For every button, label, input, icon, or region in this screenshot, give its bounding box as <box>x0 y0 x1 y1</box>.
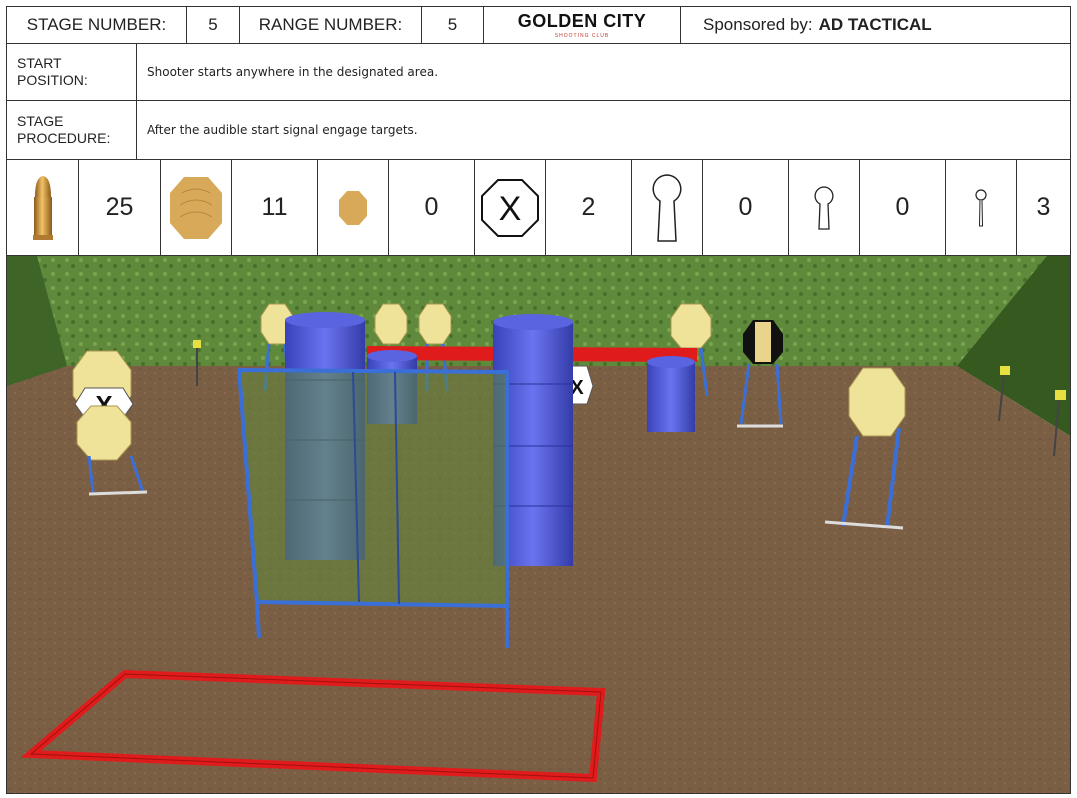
svg-text:X: X <box>499 190 522 228</box>
count-no-shoot: 2 <box>546 160 632 255</box>
stage-briefing-sheet: STAGE NUMBER: 5 RANGE NUMBER: 5 GOLDEN C… <box>6 6 1071 794</box>
small-octagon-target-icon <box>318 160 389 255</box>
header-row: STAGE NUMBER: 5 RANGE NUMBER: 5 GOLDEN C… <box>7 7 1070 44</box>
logo-subtext: SHOOTING CLUB <box>555 33 609 39</box>
stage-3d-render: X X <box>7 256 1070 793</box>
start-position-text: Shooter starts anywhere in the designate… <box>137 44 1070 100</box>
club-logo: GOLDEN CITY SHOOTING CLUB <box>484 7 681 43</box>
stage-number-label: STAGE NUMBER: <box>7 7 187 43</box>
stage-procedure-text: After the audible start signal engage ta… <box>137 101 1070 159</box>
sponsor-prefix: Sponsored by: <box>703 15 813 35</box>
procedure-label-line2: PROCEDURE: <box>17 130 110 146</box>
count-medium-popper: 0 <box>860 160 946 255</box>
logo-text: GOLDEN CITY <box>518 11 647 32</box>
bullet-icon <box>7 160 79 255</box>
count-small-popper: 3 <box>1017 160 1070 255</box>
procedure-label-line1: STAGE <box>17 113 63 129</box>
count-large-popper: 0 <box>703 160 789 255</box>
start-label-line1: START <box>17 55 62 71</box>
small-keyhole-popper-icon <box>946 160 1017 255</box>
large-keyhole-popper-icon <box>632 160 703 255</box>
count-rounds: 25 <box>79 160 161 255</box>
no-shoot-target-icon: X <box>475 160 546 255</box>
stage-number-value: 5 <box>187 7 240 43</box>
large-octagon-target-icon <box>161 160 232 255</box>
count-small-octagon: 0 <box>389 160 475 255</box>
medium-keyhole-popper-icon <box>789 160 860 255</box>
sponsor-name: AD TACTICAL <box>819 15 932 35</box>
start-label-line2: POSITION: <box>17 72 88 88</box>
range-number-label: RANGE NUMBER: <box>240 7 422 43</box>
target-counts-row: 25 11 0 X 2 0 <box>7 160 1070 256</box>
range-number-value: 5 <box>422 7 484 43</box>
sponsor: Sponsored by: AD TACTICAL <box>681 7 1070 43</box>
count-large-octagon: 11 <box>232 160 318 255</box>
